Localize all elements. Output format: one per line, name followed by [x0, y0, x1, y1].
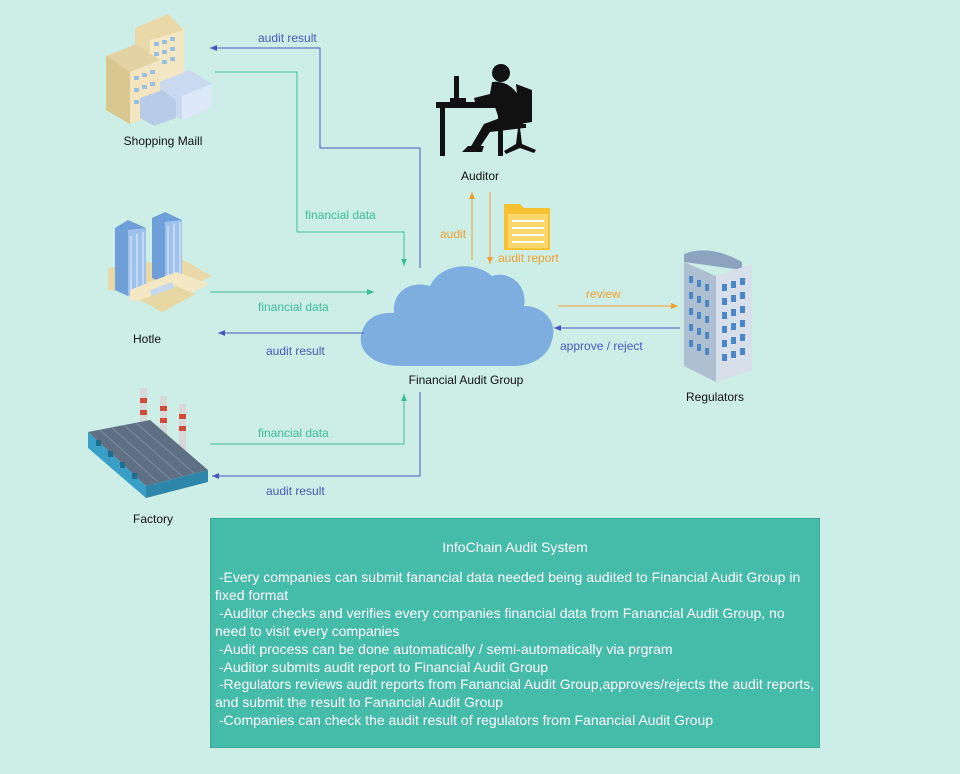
audit-report-document-icon — [504, 204, 550, 250]
edge-label-hotel-financial-data: financial data — [258, 300, 329, 314]
edge-factory-audit-result — [212, 392, 421, 479]
node-label-auditor: Auditor — [461, 169, 499, 183]
panel-title: InfoChain Audit System — [442, 539, 588, 555]
connectors — [210, 45, 680, 479]
edge-label-factory-financial-data: financial data — [258, 426, 329, 440]
edge-label-mall-financial-data: financial data — [305, 208, 376, 222]
panel-line: -Companies can check the audit result of… — [215, 712, 714, 729]
shopping-mall-icon — [106, 14, 212, 126]
panel-line: -Auditor submits audit report to Financi… — [215, 658, 549, 675]
edge-mall-financial-data — [215, 71, 407, 266]
auditor-icon — [436, 64, 536, 156]
panel-line: -Auditor checks and verifies every compa… — [215, 604, 789, 639]
node-label-audit-group: Financial Audit Group — [409, 373, 524, 387]
edge-label-mall-audit-result: audit result — [258, 31, 317, 45]
panel-lines: -Every companies can submit fanancial da… — [211, 569, 819, 730]
edge-label-approve-reject: approve / reject — [560, 339, 643, 353]
panel-line: -Regulators reviews audit reports from F… — [215, 676, 819, 711]
panel-line: -Every companies can submit fanancial da… — [215, 569, 805, 603]
edge-label-audit-report: audit report — [498, 251, 559, 265]
regulators-windows — [689, 276, 745, 361]
edge-label-review: review — [586, 287, 621, 301]
edge-factory-financial-data — [210, 394, 407, 445]
edge-label-factory-audit-result: audit result — [266, 484, 325, 498]
regulators-building-icon — [684, 250, 752, 382]
factory-icon — [88, 388, 208, 498]
hotel-icon — [108, 212, 212, 312]
audit-group-cloud-icon — [360, 266, 554, 366]
edge-label-audit: audit — [440, 227, 467, 241]
edge-label-hotel-audit-result: audit result — [266, 344, 325, 358]
edge-mall-audit-result — [210, 45, 421, 268]
node-label-shopping-mall: Shopping Maill — [124, 134, 203, 148]
node-label-hotel: Hotle — [133, 332, 161, 346]
node-label-factory: Factory — [133, 512, 173, 526]
panel-line: -Audit process can be done automatically… — [215, 640, 673, 657]
system-description-panel: InfoChain Audit System -Every companies … — [210, 518, 820, 748]
node-label-regulators: Regulators — [686, 390, 744, 404]
